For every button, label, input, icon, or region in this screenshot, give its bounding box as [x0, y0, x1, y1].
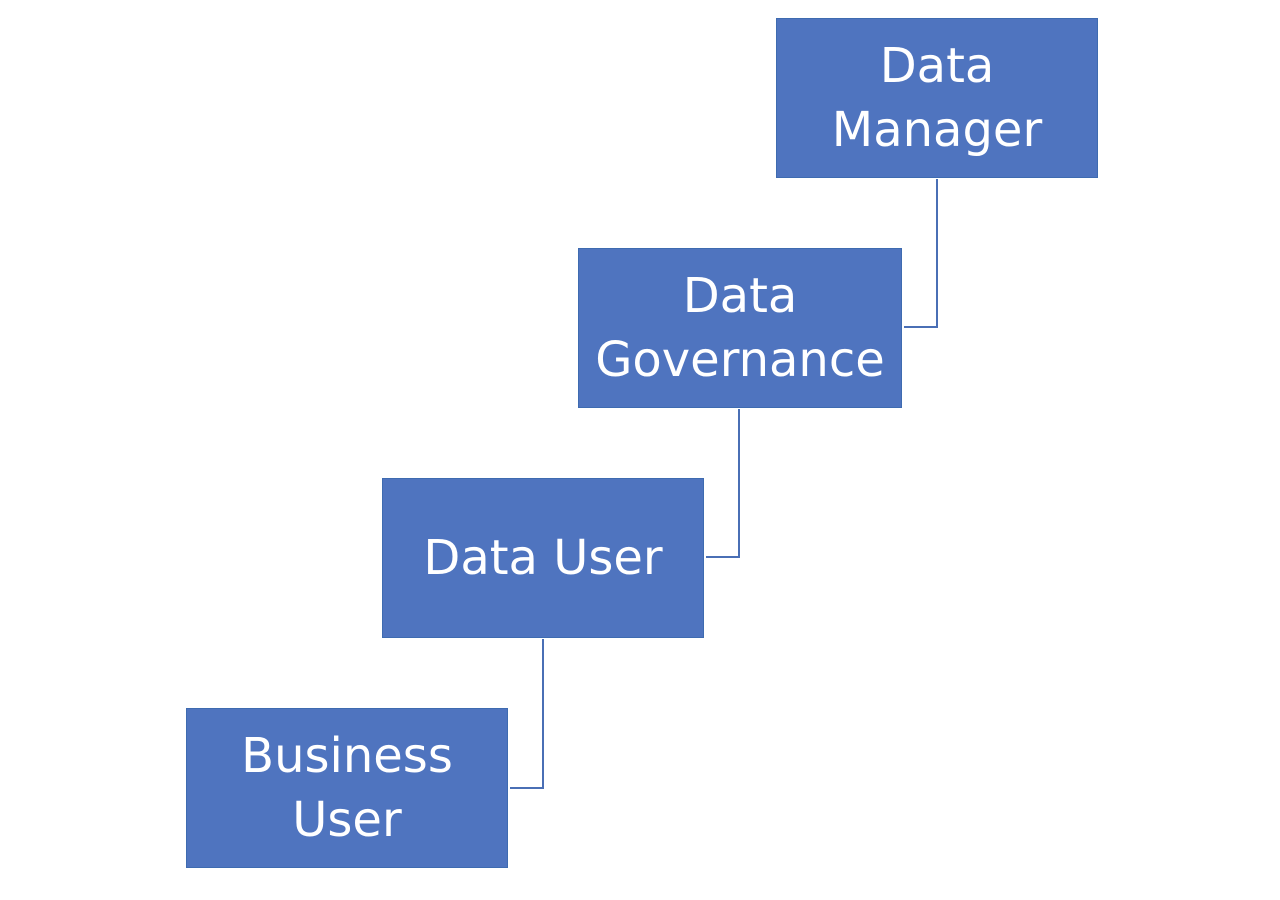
node-data-user: Data User — [382, 478, 704, 638]
connector-governance-to-data-user — [706, 409, 740, 558]
node-label: Data Manager — [831, 37, 1043, 158]
node-label: Data Governance — [595, 267, 885, 388]
node-label: Business User — [241, 727, 453, 848]
node-data-manager: Data Manager — [776, 18, 1098, 178]
node-data-governance: Data Governance — [578, 248, 902, 408]
connector-manager-to-governance — [904, 179, 938, 328]
node-label: Data User — [423, 529, 663, 586]
connector-data-user-to-business-user — [510, 639, 544, 789]
node-business-user: Business User — [186, 708, 508, 868]
